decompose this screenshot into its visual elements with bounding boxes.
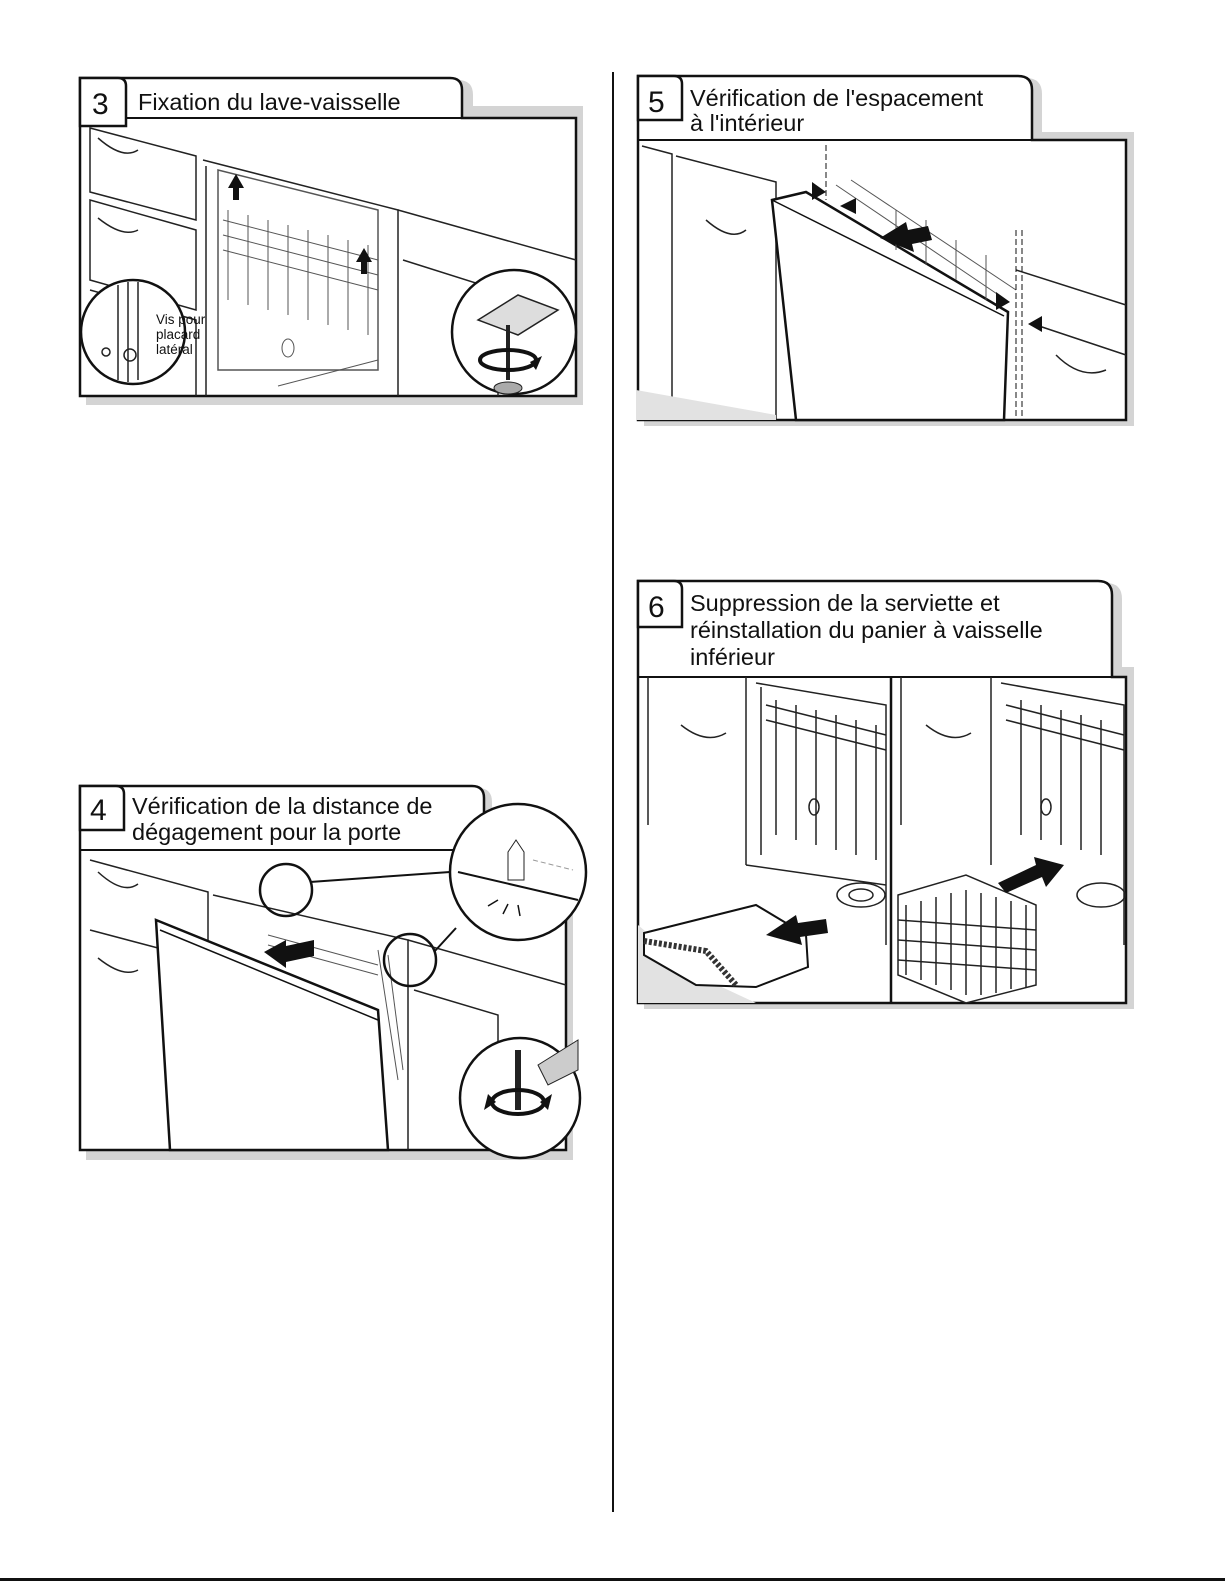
step-6-figure: 6 Suppression de la serviette et réinsta… bbox=[636, 575, 1136, 1015]
step-4-title-line-1: Vérification de la distance de bbox=[132, 795, 432, 819]
step-6-title-line-2: réinstallation du panier à vaisselle bbox=[690, 619, 1043, 643]
step-4-figure: 4 Vérification de la distance de dégagem… bbox=[78, 780, 593, 1165]
step-3-callout-line-2: placard bbox=[156, 327, 200, 342]
step-6-title-line-3: inférieur bbox=[690, 646, 775, 670]
step-5-figure: 5 Vérification de l'espacement à l'intér… bbox=[636, 70, 1136, 430]
step-3-illustration bbox=[78, 70, 588, 410]
step-4-title-line-2: dégagement pour la porte bbox=[132, 821, 401, 845]
step-5-title-line-2: à l'intérieur bbox=[690, 112, 804, 136]
step-6-title-line-1: Suppression de la serviette et bbox=[690, 592, 1000, 616]
step-6-number: 6 bbox=[648, 593, 665, 623]
step-5-title-line-1: Vérification de l'espacement bbox=[690, 87, 983, 111]
bottom-rule bbox=[0, 1578, 1225, 1581]
step-5-number: 5 bbox=[648, 88, 665, 118]
step-3-callout-line-3: latéral bbox=[156, 342, 193, 357]
step-3-title: Fixation du lave-vaisselle bbox=[138, 91, 401, 115]
step-3-number: 3 bbox=[92, 90, 109, 120]
column-divider bbox=[612, 72, 614, 1512]
step-4-number: 4 bbox=[90, 796, 107, 826]
step-3-callout-line-1: Vis pour bbox=[156, 312, 205, 327]
step-3-figure: 3 Fixation du lave-vaisselle Vis pour pl… bbox=[78, 70, 588, 410]
